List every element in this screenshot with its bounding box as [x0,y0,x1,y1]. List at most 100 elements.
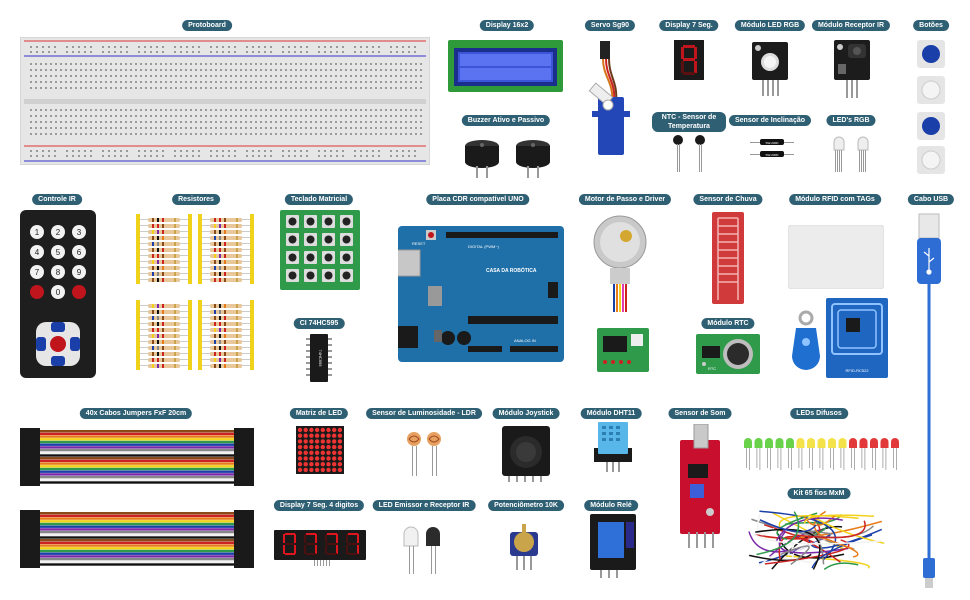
remote-key [30,225,44,239]
label-relay: Módulo Relé [584,500,638,511]
ir-receiver-module-image [832,38,872,100]
led-rgb-module-image [750,40,790,98]
label-uno-board: Placa CDR compatível UNO [426,194,530,205]
usb-cable-image [913,208,949,596]
label-rtc: Módulo RTC [701,318,755,329]
stepper-motor-image [590,212,650,318]
rfid-tag-image [790,310,824,376]
remote-key [51,245,65,259]
tilt-marking-a: SW-200D [766,141,780,145]
remote-key-label: 4 [35,248,40,257]
tilt-sensor-image: SW-200D SW-200D [750,138,794,160]
joystick-image [500,422,552,482]
remote-key-label: 7 [35,268,40,277]
label-joystick: Módulo Joystick [492,408,560,419]
sound-sensor-image [678,424,722,550]
board-reset-label: RESET [412,241,426,246]
remote-key [72,225,86,239]
ir-remote-image: 1 2 3 4 5 6 7 8 9 0 [20,210,96,378]
label-usb-cable: Cabo USB [907,194,955,205]
four-digit-display-image [274,530,366,566]
label-ir-remote: Controle IR [32,194,82,205]
remote-key-label: 1 [35,228,40,237]
ntc-sensor-image [668,132,712,174]
relay-module-image [590,514,636,578]
rain-sensor-image [710,212,746,306]
remote-key [51,225,65,239]
remote-key-label: 9 [77,268,82,277]
resistors-image [134,212,256,374]
label-display7seg: Display 7 Seg. [659,20,719,31]
label-ir-receiver-module: Módulo Receptor IR [811,20,891,31]
label-rgb-leds: LED's RGB [826,115,876,126]
label-display7seg4: Display 7 Seg. 4 digitos [273,500,365,511]
label-display16x2: Display 16x2 [479,20,535,31]
rfid-module-image: RFID-RC522 [826,298,888,378]
rtc-module-image: RTC [696,334,760,374]
label-led-matrix: Matriz de LED [289,408,349,419]
label-ldr: Sensor de Luminosidade - LDR [366,408,482,419]
label-led-rgb-module: Módulo LED RGB [734,20,806,31]
label-ic: CI 74HC595 [293,318,345,329]
protoboard-image [20,37,430,165]
remote-key-label: 6 [77,248,82,257]
label-ntc: NTC - Sensor de Temperatura [652,112,726,132]
remote-key [30,285,44,299]
potentiometer-image [504,518,548,572]
label-dht11: Módulo DHT11 [580,408,642,419]
remote-key [72,285,86,299]
label-buttons: Botões [913,20,949,31]
rtc-marking: RTC [708,366,716,371]
rfid-marking: RFID-RC522 [845,368,869,373]
label-stepper: Motor de Passo e Driver [578,194,672,205]
label-rain-sensor: Sensor de Chuva [693,194,763,205]
board-analog-label: ANALOG IN [514,338,536,343]
diffused-leds-image [740,432,904,472]
tilt-marking-b: SW-200D [766,153,780,157]
ic-74hc595-image: 74HC595 [306,332,332,384]
label-jumper-kit: Kit 65 fios MxM [787,488,851,499]
keypad-image [280,210,360,296]
uno-board-image: RESET DIGITAL (PWM~) CASA DA ROBÓTICA AN… [398,226,564,362]
remote-key-label: 2 [56,228,61,237]
seven-segment-image [674,40,704,80]
label-potentiometer: Potenciômetro 10K [488,500,564,511]
usb-icon [923,248,935,275]
label-diffused-leds: LEDs Difusos [790,408,848,419]
jumper-kit-image [738,500,902,582]
remote-key-label: 0 [56,288,61,297]
label-rfid: Módulo RFID com TAGs [789,194,881,205]
remote-key [72,245,86,259]
servo-image [586,37,636,157]
push-buttons-image [915,38,947,174]
stepper-driver-image [597,328,649,372]
remote-key-label: 5 [56,248,61,257]
label-keypad: Teclado Matricial [284,194,354,205]
ic-marking: 74HC595 [318,350,323,368]
board-digital-label: DIGITAL (PWM~) [468,244,500,249]
rgb-leds-image [830,132,874,174]
rfid-card-image [788,225,884,289]
label-jumpers: 40x Cabos Jumpers FxF 20cm [79,408,193,419]
label-buzzer: Buzzer Ativo e Passivo [461,115,551,126]
remote-key-label: 8 [56,268,61,277]
label-servo: Servo Sg90 [584,20,636,31]
label-tilt-sensor: Sensor de Inclinação [728,115,812,126]
label-sound-sensor: Sensor de Som [668,408,732,419]
ldr-image [402,430,448,478]
label-protoboard: Protoboard [182,20,232,31]
ir-emitter-receiver-image [398,520,448,576]
board-brand-label: CASA DA ROBÓTICA [486,266,537,274]
led-matrix-image [296,426,344,474]
label-ir-emitter-receiver: LED Emissor e Receptor IR [372,500,476,511]
remote-key [51,265,65,279]
remote-key [30,245,44,259]
lcd-display-image [448,40,563,92]
dht11-image [594,420,632,472]
label-resistors: Resistores [172,194,220,205]
remote-key [30,265,44,279]
buzzers-image [460,130,555,180]
remote-key-label: 3 [77,228,82,237]
remote-key [72,265,86,279]
jumper-cables-image [20,424,254,574]
